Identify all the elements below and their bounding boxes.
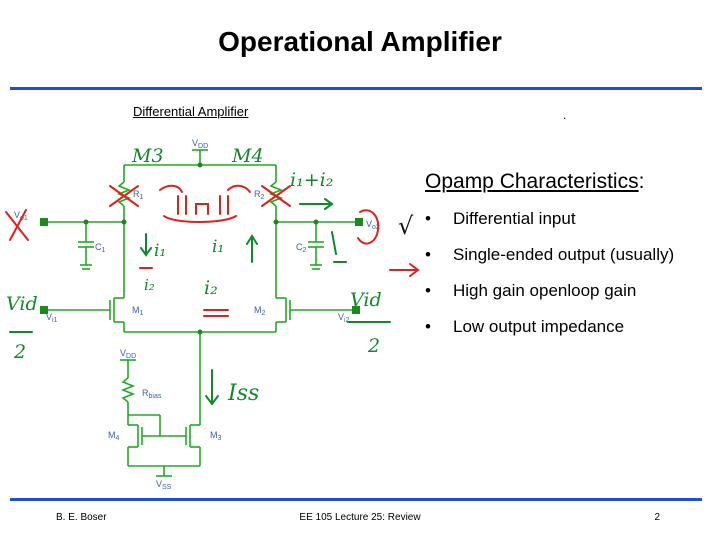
vi2-terminal (352, 306, 360, 314)
m3-label: M3 (210, 430, 222, 442)
list-item: • High gain openloop gain (425, 280, 710, 302)
m2-label: M2 (254, 305, 266, 317)
bullet-marker: • (425, 209, 431, 228)
characteristics-list: • Differential input • Single-ended output… (425, 208, 710, 352)
vi1-label: Vi1 (46, 312, 58, 324)
title-rule (10, 87, 702, 90)
pmos-gate-link (195, 203, 209, 215)
footer-page-number: 2 (654, 512, 660, 523)
vi1-terminal (40, 306, 48, 314)
list-item: • Single-ended output (usually) (425, 244, 710, 266)
annot-i1-plus-i2: i₁+i₂ (290, 169, 333, 191)
characteristics-heading-colon: : (638, 170, 645, 193)
list-item: • Low output impedance (425, 316, 710, 338)
annot-i2-bottom: i₂ (204, 277, 218, 299)
r2-label: R2 (254, 189, 265, 201)
list-item: • Differential input (425, 208, 710, 230)
annot-i1-mid: i₁ (212, 237, 224, 257)
annot-i1-down: i₁ (154, 241, 166, 261)
c1-label: C1 (95, 242, 106, 254)
m4-label: M4 (108, 430, 120, 442)
circle-vo2 (357, 209, 380, 245)
characteristics-heading-text: Opamp Characteristics (425, 170, 639, 193)
characteristics-heading: Opamp Characteristics: (425, 170, 644, 194)
vo2-label: Vo2 (366, 219, 380, 231)
annot-two-left: 2 (13, 341, 26, 363)
bullet-marker: • (425, 245, 431, 264)
green-annotations (9, 198, 391, 406)
vi2-label: Vi2 (338, 312, 350, 324)
annot-vid-right: Vid (350, 289, 382, 311)
bullet-marker: • (425, 281, 431, 300)
footer-rule (10, 498, 702, 501)
annot-iss: Iss (227, 381, 259, 406)
vo2-terminal (355, 218, 363, 226)
footer-course: EE 105 Lecture 25: Review (299, 512, 421, 523)
vo1-label: Vo1 (14, 210, 28, 222)
circuit-wires (45, 149, 358, 477)
slide-title: Operational Amplifier (218, 26, 502, 57)
annot-m4: M4 (231, 145, 264, 167)
stray-dot: . (563, 108, 567, 122)
pmos-sketch-left (159, 184, 183, 193)
r1-label: R1 (133, 189, 144, 201)
list-item-text: High gain openloop gain (453, 281, 637, 300)
c2-label: C2 (296, 242, 307, 254)
circuit-nodes (40, 162, 363, 335)
circuit-subtitle: Differential Amplifier (133, 104, 249, 119)
vss-label: VSS (156, 479, 172, 491)
m1-label: M1 (132, 305, 144, 317)
vo1-terminal (40, 218, 48, 226)
vdd-bias-label: VDD (120, 348, 136, 360)
footer-author: B. E. Boser (56, 512, 107, 523)
bullet-marker: • (425, 317, 431, 336)
annot-two-right: 2 (367, 335, 380, 357)
list-item-text: Differential input (453, 209, 576, 228)
list-item-text: Low output impedance (453, 317, 625, 336)
vdd-top-label: VDD (192, 138, 208, 150)
annot-m3: M3 (131, 145, 164, 167)
list-item-text: Single-ended output (usually) (453, 245, 675, 264)
annot-vid-left: Vid (6, 293, 38, 315)
red-annotations (5, 184, 420, 317)
annot-i2-small: i₂ (144, 276, 155, 294)
rbias-label: Rbias (142, 388, 162, 400)
annot-check: √ (398, 212, 414, 240)
